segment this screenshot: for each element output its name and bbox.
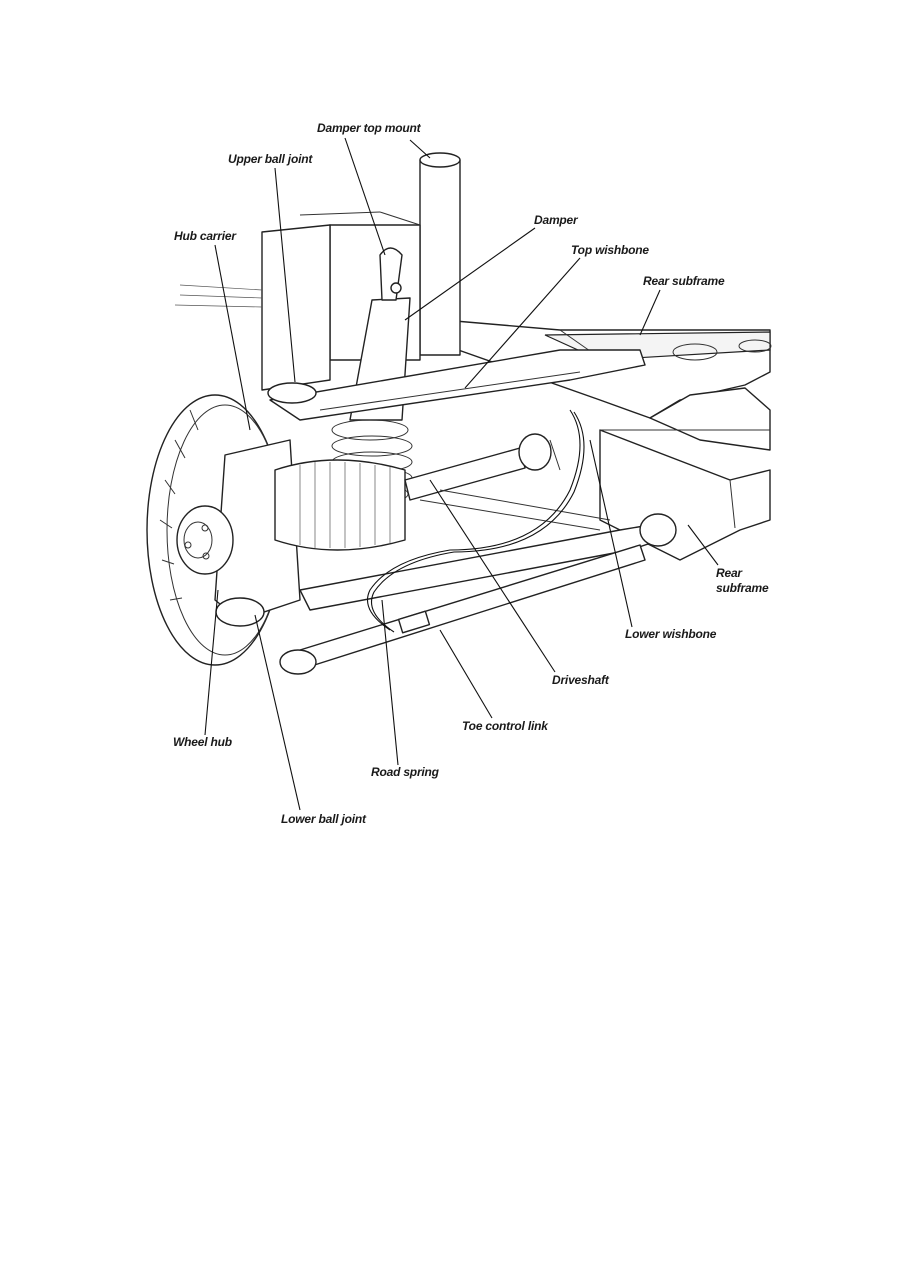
driveshaft [404,433,561,501]
label-lower-ball-joint: Lower ball joint [281,812,366,826]
leader-damper [404,227,536,321]
leader-damper-top-mount [344,137,386,256]
top-wishbone [267,349,646,421]
toe-control-link [279,544,646,675]
leader-wheel-hub [204,589,219,736]
driveshaft-boot [274,459,406,551]
label-driveshaft: Driveshaft [552,673,609,687]
leader-road-spring [381,599,399,766]
leader-toe-control-link [439,629,493,719]
label-rear-subframe-top: Rear subframe [643,274,725,288]
label-hub-carrier: Hub carrier [174,229,236,243]
label-toe-control-link: Toe control link [462,719,548,733]
lower-wishbone [299,489,677,611]
label-rear-subframe-side-line2: subframe [716,581,769,595]
leader-damper-top-mount-2 [409,139,431,159]
leader-upper-ball-joint [274,167,296,383]
label-lower-wishbone: Lower wishbone [625,627,717,641]
label-road-spring: Road spring [371,765,439,779]
leader-top-wishbone [464,257,581,389]
label-wheel-hub: Wheel hub [173,735,232,749]
leader-rear-subframe-top [639,289,661,336]
label-damper: Damper [534,213,578,227]
leader-driveshaft [429,479,556,673]
leader-rear-subframe-side [687,524,719,566]
leader-lower-ball-joint [254,614,301,811]
leader-lines [204,137,719,811]
label-rear-subframe-side-line1: Rear [716,566,742,580]
leader-hub-carrier [214,244,251,431]
damper-tower [174,152,461,391]
label-top-wishbone: Top wishbone [571,243,649,257]
label-upper-ball-joint: Upper ball joint [228,152,313,166]
brake-cable [366,409,585,633]
leader-lower-wishbone [589,439,633,628]
label-damper-top-mount: Damper top mount [317,121,421,135]
